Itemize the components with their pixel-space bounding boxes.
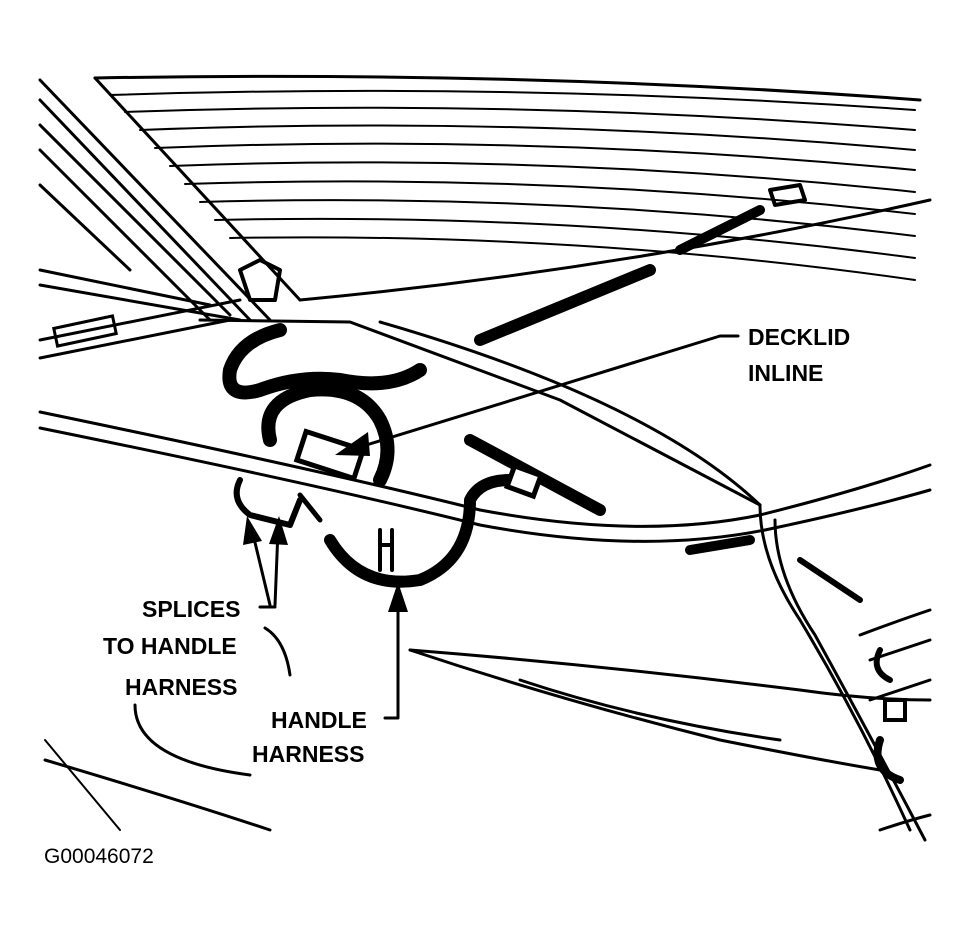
splices-label-line1: SPLICES — [142, 596, 241, 622]
handle-harness-label-line2: HARNESS — [252, 741, 365, 767]
splices-label-line2: TO HANDLE — [103, 633, 237, 659]
left-pillar — [38, 98, 252, 360]
decklid-panel — [38, 318, 932, 842]
decklid-inline-label-line1: DECKLID — [748, 324, 851, 350]
callout-leaders — [133, 334, 740, 777]
rear-window — [38, 74, 932, 322]
wiring-harness — [222, 183, 907, 784]
figure-id: G00046072 — [44, 845, 154, 868]
splices-label-line3: HARNESS — [125, 674, 238, 700]
decklid-inline-label: DECKLID — [748, 326, 850, 349]
handle-harness-label-line1: HANDLE — [271, 707, 367, 733]
decklid-inline-label-line2: INLINE — [748, 360, 824, 386]
